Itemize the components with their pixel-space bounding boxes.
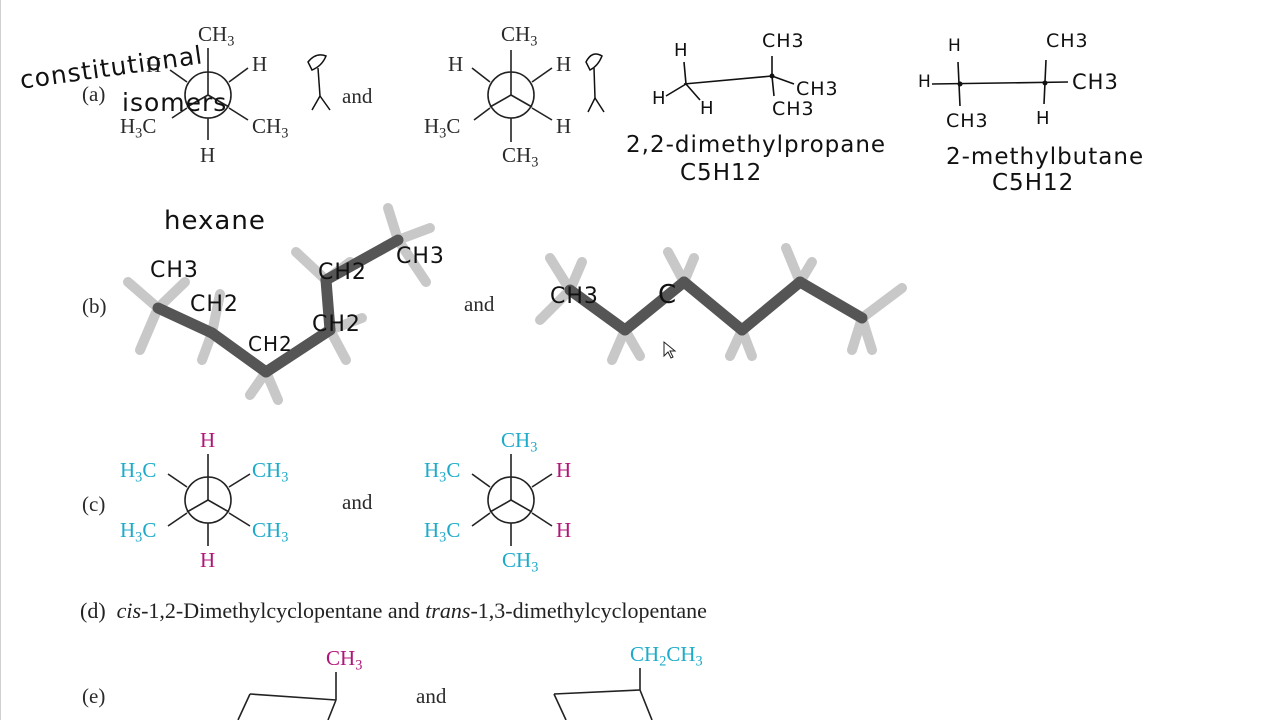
hand-s2-h1: H — [948, 36, 962, 56]
newman-a2-top: CH3 — [501, 22, 538, 50]
newman-a2-ul: H — [448, 52, 464, 76]
hand-s1-h2: H — [652, 88, 667, 109]
newman-c1-ur: CH3 — [252, 458, 289, 486]
newman-c2-bottom: CH3 — [502, 548, 539, 576]
newman-a2-bottom: CH3 — [502, 143, 539, 171]
newman-a1-ul: H — [146, 53, 162, 77]
newman-c1-ul: H3C — [120, 458, 157, 486]
newman-c1-bottom: H — [200, 548, 216, 572]
part-a-label: (a) — [82, 82, 106, 106]
hand-formula-1: C5H12 — [680, 160, 763, 186]
hand-ch3-b2: CH3 — [396, 244, 445, 269]
part-d-text: (d) cis-1,2-Dimethylcyclopentane and tra… — [80, 598, 707, 623]
part-c-label: (c) — [82, 492, 106, 516]
newman-a1-ll: H3C — [120, 114, 157, 142]
newman-c2-ul: H3C — [424, 458, 461, 486]
part-e-label: (e) — [82, 684, 106, 708]
newman-a1-ur: H — [252, 52, 268, 76]
newman-c1-lr: CH3 — [252, 518, 289, 546]
hand-s1-h1: H — [674, 40, 689, 61]
newman-a2-ll: H3C — [424, 114, 461, 142]
page-left-border — [0, 0, 1, 720]
newman-c2-lr: H — [556, 518, 572, 542]
cursor-icon — [663, 340, 677, 359]
newman-c1-top: H — [200, 428, 216, 452]
newman-a2-ur: H — [556, 52, 572, 76]
hand-s2-ch3c: CH3 — [946, 110, 989, 132]
hand-s2-ch3b: CH3 — [1072, 70, 1119, 94]
newman-c1-ll: H3C — [120, 518, 157, 546]
hand-hexane: hexane — [164, 206, 266, 236]
hand-s1-ch3c: CH3 — [772, 98, 815, 120]
hand-methylbutane: 2-methylbutane — [946, 144, 1145, 170]
hand-s2-h2: H — [918, 72, 932, 92]
hand-isomers: isomers — [122, 88, 228, 117]
hand-ch2-b1: CH2 — [190, 292, 239, 317]
newman-c2-top: CH3 — [501, 428, 538, 456]
part-e-substituent-left: CH3 — [326, 646, 363, 674]
hand-formula-2: C5H12 — [992, 170, 1075, 196]
newman-c2-ur: H — [556, 458, 572, 482]
newman-a1-bottom: H — [200, 143, 216, 167]
hand-dimethylpropane: 2,2-dimethylpropane — [626, 132, 887, 158]
hand-s1-ch3a: CH3 — [762, 30, 805, 52]
part-b-and: and — [464, 292, 495, 316]
newman-c2-ll: H3C — [424, 518, 461, 546]
hand-c-b: C — [658, 280, 678, 310]
hand-s2-h3: H — [1036, 108, 1051, 129]
part-a-and: and — [342, 84, 373, 108]
hand-s1-ch3b: CH3 — [796, 78, 839, 100]
part-c-and: and — [342, 490, 373, 514]
hand-ch2-b2: CH2 — [248, 332, 293, 356]
hand-s1-h3: H — [700, 98, 715, 119]
part-b-label: (b) — [82, 294, 107, 318]
hand-ch2-b4: CH2 — [318, 260, 367, 285]
hand-ch2-b3: CH2 — [312, 312, 361, 337]
newman-a1-top: CH3 — [198, 22, 235, 50]
hand-s2-ch3a: CH3 — [1046, 30, 1089, 52]
hand-ch3-b3: CH3 — [550, 284, 599, 309]
newman-a2-lr: H — [556, 114, 572, 138]
hand-ch3-b1: CH3 — [150, 258, 199, 283]
part-e-substituent-right: CH2CH3 — [630, 642, 703, 670]
part-e-and: and — [416, 684, 447, 708]
newman-a1-lr: CH3 — [252, 114, 289, 142]
